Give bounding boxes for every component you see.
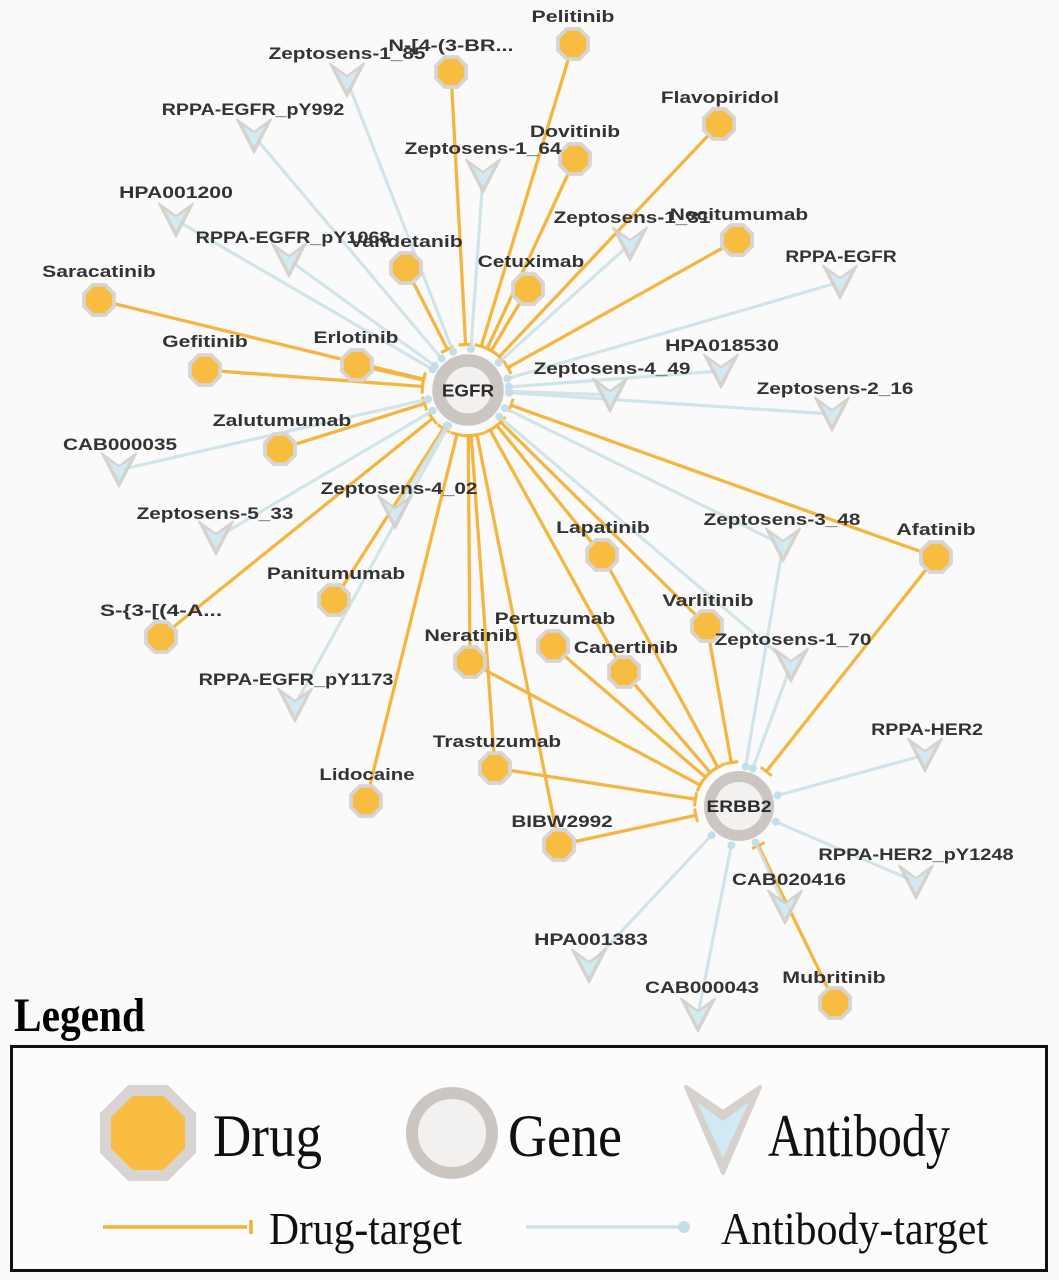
svg-text:Panitumumab: Panitumumab — [267, 564, 405, 583]
svg-text:Lapatinib: Lapatinib — [556, 518, 650, 537]
svg-text:Zeptosens-1_85: Zeptosens-1_85 — [269, 44, 426, 63]
svg-text:RPPA-HER2_pY1248: RPPA-HER2_pY1248 — [818, 845, 1013, 864]
svg-text:HPA001383: HPA001383 — [534, 930, 648, 949]
svg-text:Zeptosens-3_48: Zeptosens-3_48 — [704, 510, 861, 529]
svg-text:Dovitinib: Dovitinib — [530, 122, 620, 141]
svg-text:Gefitinib: Gefitinib — [162, 332, 248, 351]
svg-text:Lidocaine: Lidocaine — [319, 765, 414, 784]
svg-text:EGFR: EGFR — [442, 381, 495, 401]
svg-text:Zalutumumab: Zalutumumab — [213, 411, 352, 430]
svg-text:Saracatinib: Saracatinib — [42, 262, 156, 281]
svg-text:Flavopiridol: Flavopiridol — [661, 88, 779, 107]
svg-text:RPPA-EGFR_pY1173: RPPA-EGFR_pY1173 — [199, 670, 394, 689]
svg-text:CAB020416: CAB020416 — [732, 870, 846, 889]
svg-text:RPPA-EGFR_pY992: RPPA-EGFR_pY992 — [162, 100, 345, 119]
svg-text:RPPA-EGFR: RPPA-EGFR — [785, 247, 896, 266]
svg-text:Varlitinib: Varlitinib — [662, 591, 753, 610]
svg-text:CAB000043: CAB000043 — [645, 978, 759, 997]
svg-text:Zeptosens-1_70: Zeptosens-1_70 — [715, 630, 872, 649]
svg-text:Zeptosens-2_16: Zeptosens-2_16 — [757, 379, 914, 398]
svg-text:Erlotinib: Erlotinib — [314, 328, 399, 347]
svg-text:Afatinib: Afatinib — [896, 520, 975, 539]
svg-text:Legend: Legend — [14, 989, 145, 1042]
svg-text:Vandetanib: Vandetanib — [349, 232, 463, 251]
svg-text:Zeptosens-4_02: Zeptosens-4_02 — [321, 479, 478, 498]
svg-text:S-{3-[(4-A...: S-{3-[(4-A... — [100, 601, 222, 620]
svg-text:Neratinib: Neratinib — [424, 626, 517, 645]
svg-text:RPPA-HER2: RPPA-HER2 — [871, 720, 983, 739]
svg-text:Zeptosens-5_33: Zeptosens-5_33 — [137, 504, 294, 523]
svg-text:HPA001200: HPA001200 — [119, 183, 233, 202]
svg-text:Zeptosens-1_64: Zeptosens-1_64 — [405, 139, 562, 158]
svg-text:Drug-target: Drug-target — [269, 1203, 462, 1254]
svg-text:Canertinib: Canertinib — [574, 638, 678, 657]
svg-text:Antibody: Antibody — [768, 1103, 950, 1169]
svg-text:N-[4-(3-BR...: N-[4-(3-BR... — [388, 36, 513, 55]
svg-text:Necitumumab: Necitumumab — [670, 205, 808, 224]
svg-text:CAB000035: CAB000035 — [63, 435, 177, 454]
svg-text:Antibody-target: Antibody-target — [721, 1203, 988, 1254]
svg-text:Trastuzumab: Trastuzumab — [433, 732, 561, 751]
svg-text:Zeptosens-4_49: Zeptosens-4_49 — [534, 359, 691, 378]
svg-text:Pelitinib: Pelitinib — [532, 7, 615, 26]
svg-text:HPA018530: HPA018530 — [665, 336, 779, 355]
svg-text:Pertuzumab: Pertuzumab — [495, 609, 616, 628]
svg-text:ERBB2: ERBB2 — [707, 797, 772, 816]
svg-text:BIBW2992: BIBW2992 — [511, 812, 612, 831]
svg-text:Zeptosens-1_31: Zeptosens-1_31 — [554, 208, 711, 227]
svg-text:Gene: Gene — [508, 1103, 622, 1169]
svg-text:Cetuximab: Cetuximab — [478, 252, 585, 271]
svg-text:Mubritinib: Mubritinib — [782, 968, 886, 987]
svg-text:Drug: Drug — [213, 1103, 322, 1169]
svg-text:RPPA-EGFR_pY1068: RPPA-EGFR_pY1068 — [196, 228, 391, 247]
